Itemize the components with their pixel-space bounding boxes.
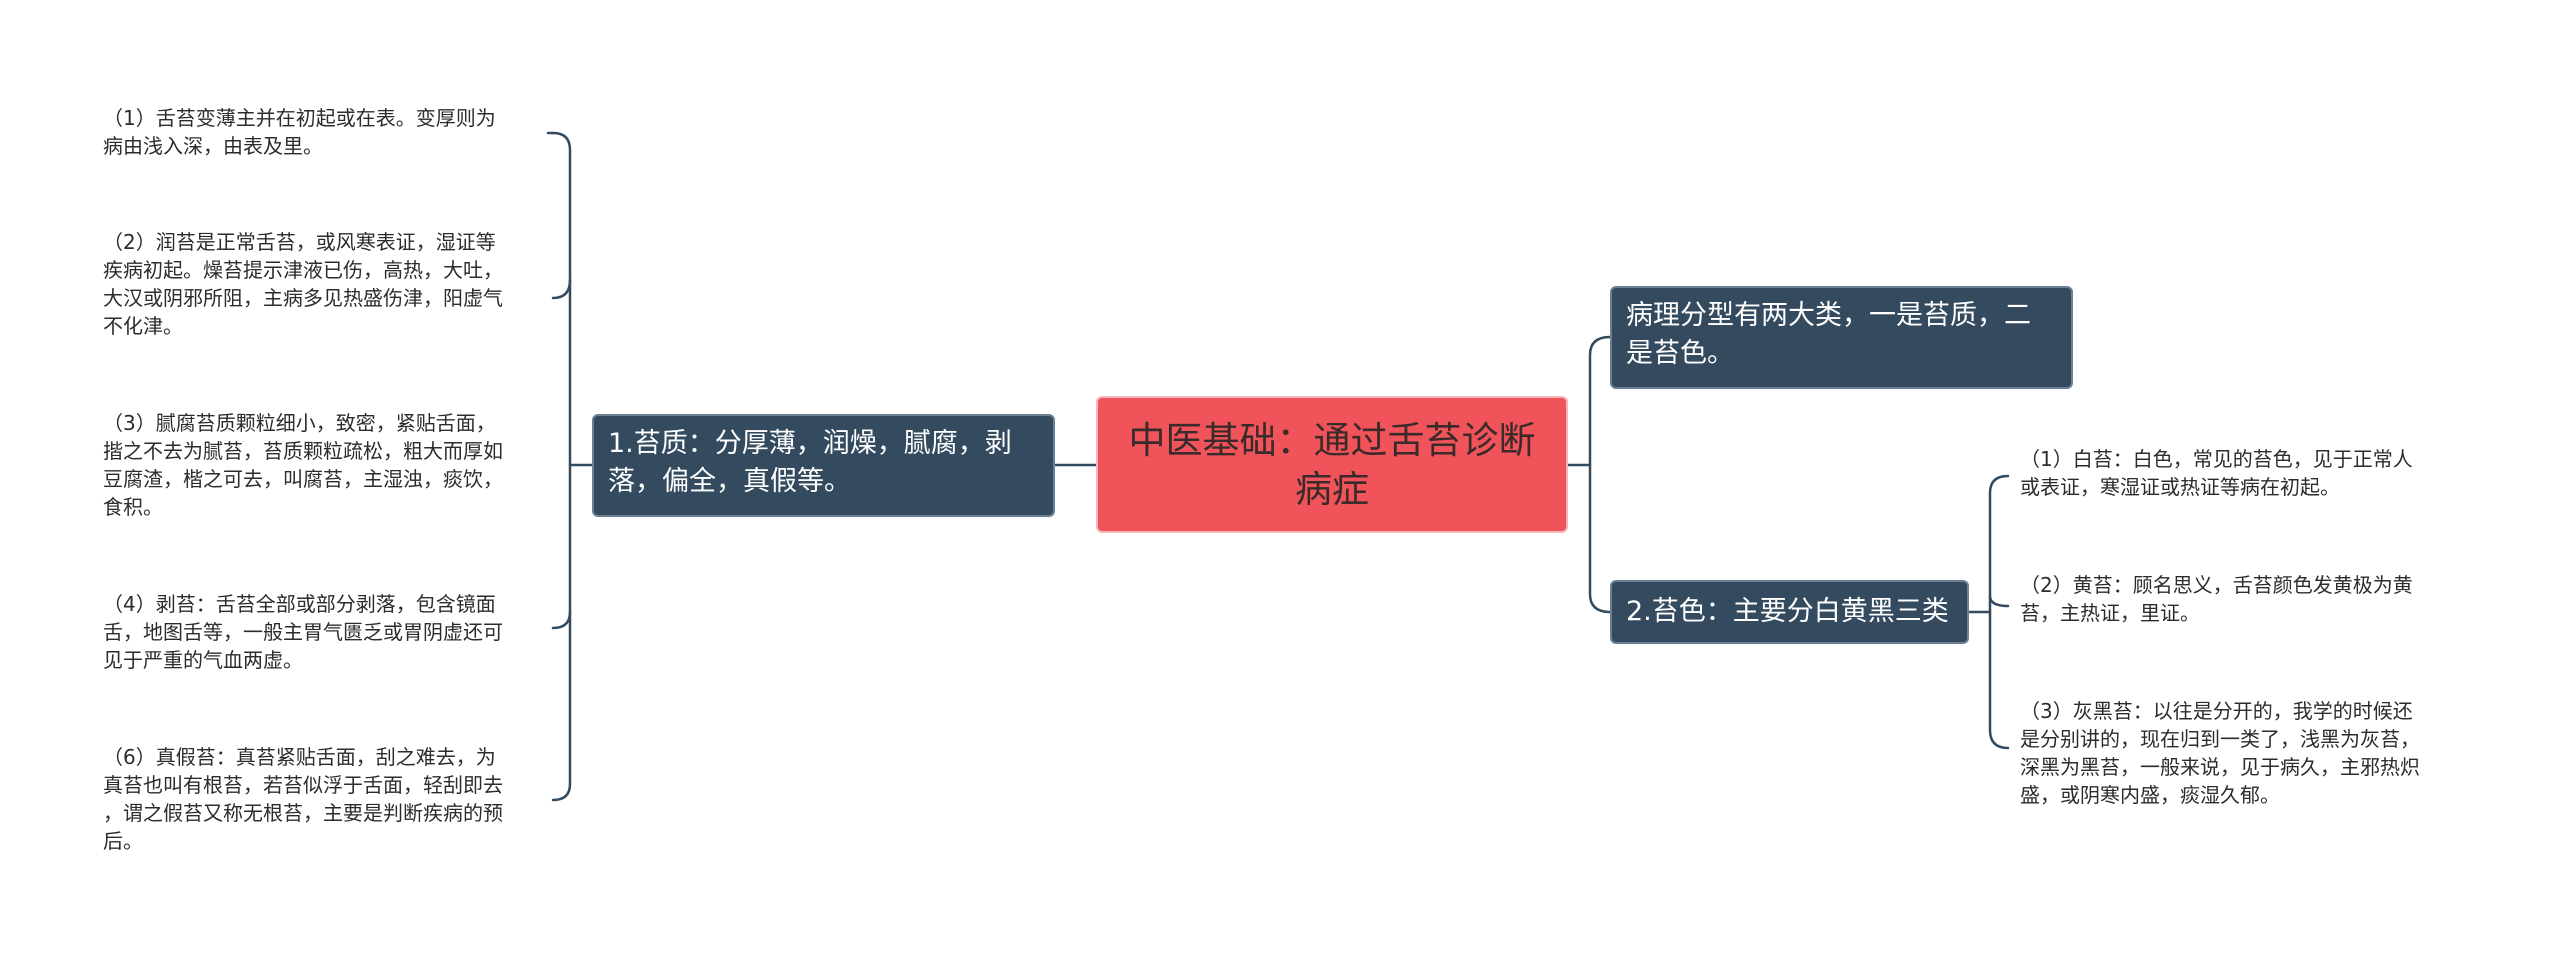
branch-tongue-coating-quality[interactable]: 1.苔质：分厚薄，润燥，腻腐，剥落，偏全，真假等。 <box>592 414 1055 517</box>
tick-r2 <box>1988 594 2010 608</box>
root-node[interactable]: 中医基础：通过舌苔诊断病症 <box>1096 396 1568 533</box>
branch-pathology-types[interactable]: 病理分型有两大类，一是苔质，二是苔色。 <box>1610 286 2073 389</box>
right-sub-bracket <box>1988 474 2010 750</box>
branch-label: 2.苔色：主要分白黄黑三类 <box>1626 596 1949 627</box>
leaf-moist-dry[interactable]: （2）润苔是正常舌苔，或风寒表证，湿证等 疾病初起。燥苔提示津液已伤，高热，大吐… <box>103 230 503 338</box>
leaf-thin-thick[interactable]: （1）舌苔变薄主并在初起或在表。变厚则为 病由浅入深，由表及里。 <box>103 106 496 158</box>
root-title: 中医基础：通过舌苔诊断病症 <box>1128 418 1536 511</box>
leaf-yellow-coating[interactable]: （2）黄苔：顾名思义，舌苔颜色发黄极为黄 苔，主热证，里证。 <box>2020 573 2413 625</box>
leaf-greasy-curdy[interactable]: （3）腻腐苔质颗粒细小，致密，紧贴舌面， 揩之不去为腻苔，苔质颗粒疏松，粗大而厚… <box>103 411 503 519</box>
leaf-true-false[interactable]: （6）真假苔：真苔紧贴舌面，刮之难去，为 真苔也叫有根苔，若苔似浮于舌面，轻刮即… <box>103 745 503 853</box>
branch-label: 病理分型有两大类，一是苔质，二是苔色。 <box>1626 300 2031 369</box>
leaf-peeled[interactable]: （4）剥苔：舌苔全部或部分剥落，包含镜面 舌，地图舌等，一般主胃气匮乏或胃阴虚还… <box>103 592 503 672</box>
leaf-white-coating[interactable]: （1）白苔：白色，常见的苔色，见于正常人 或表证，寒湿证或热证等病在初起。 <box>2020 447 2413 499</box>
right-bracket <box>1588 335 1612 614</box>
tick-l4 <box>551 610 572 630</box>
left-bracket <box>551 131 572 802</box>
leaf-grey-black-coating[interactable]: （3）灰黑苔：以往是分开的，我学的时候还 是分别讲的，现在归到一类了，浅黑为灰苔… <box>2020 699 2420 807</box>
branch-label: 1.苔质：分厚薄，润燥，腻腐，剥落，偏全，真假等。 <box>608 428 1012 497</box>
branch-coating-color[interactable]: 2.苔色：主要分白黄黑三类 <box>1610 580 1969 644</box>
tick-l2 <box>551 278 572 300</box>
